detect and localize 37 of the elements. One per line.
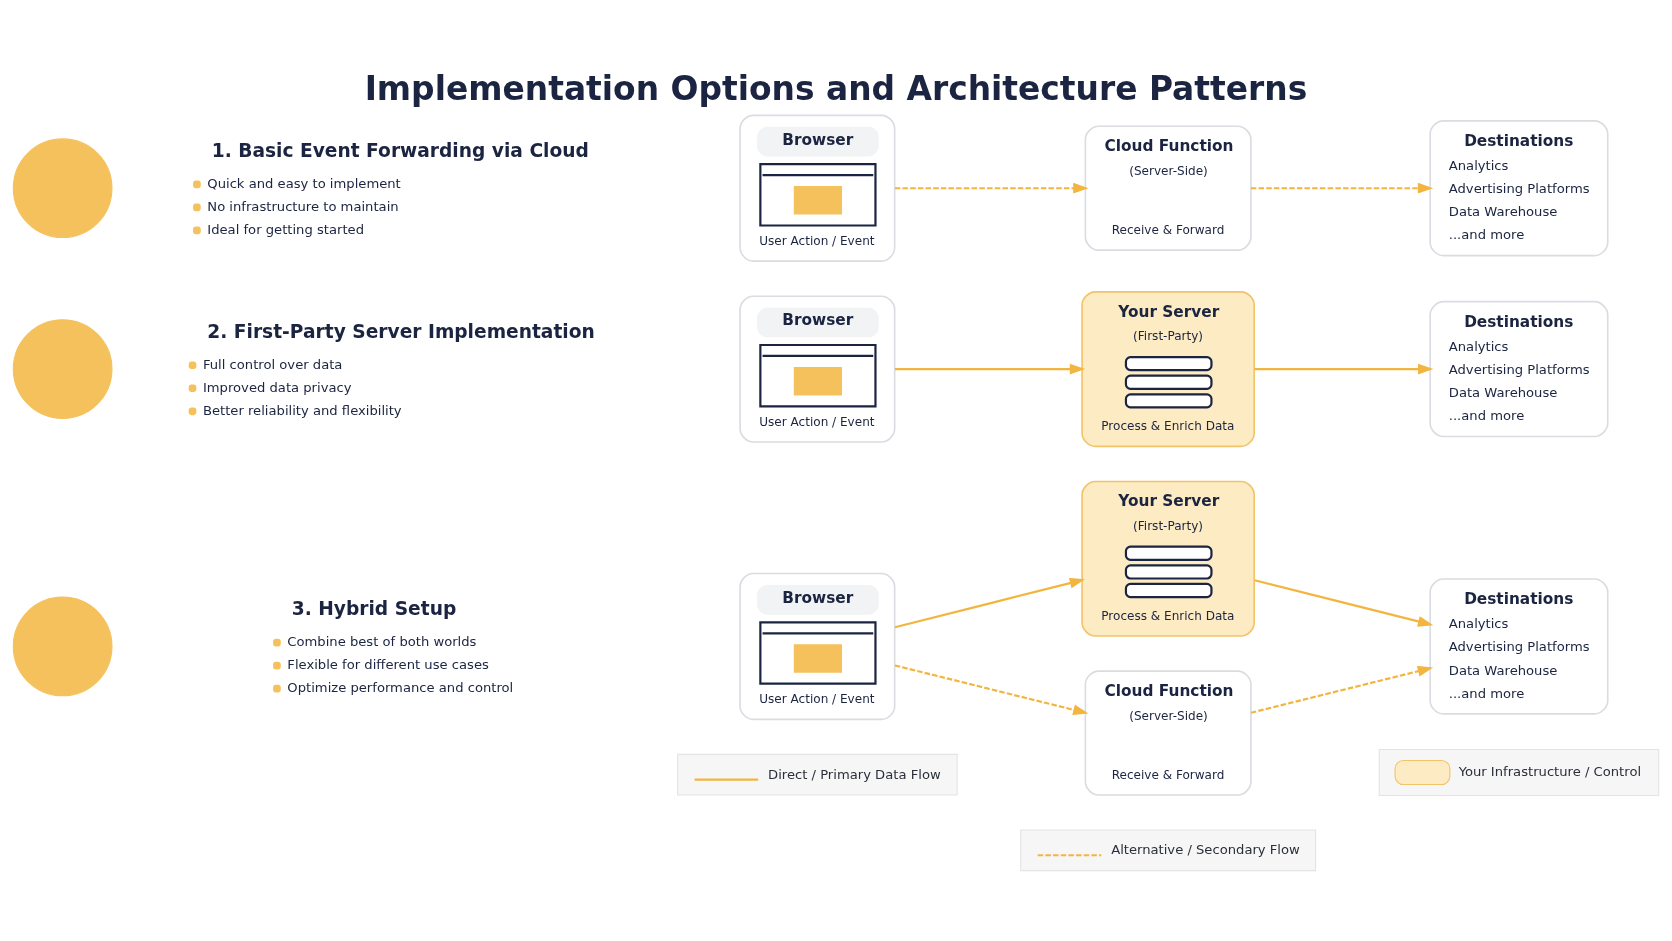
node-circle bbox=[12, 596, 113, 697]
node-box: Browser User Action / Event bbox=[739, 572, 896, 721]
label: Better reliability and flexibility bbox=[202, 402, 402, 418]
node-box: Cloud Function (Server-Side) Receive & Forward bbox=[1084, 125, 1252, 251]
arrow bbox=[894, 363, 1086, 375]
label: Quick and easy to implement bbox=[207, 175, 401, 191]
node-box: Your Server (First-Party) Process & Enrich Data bbox=[1081, 291, 1255, 448]
label: Flexible for different use cases bbox=[287, 657, 489, 673]
arrow bbox=[1251, 182, 1434, 194]
label: Full control over data bbox=[202, 356, 343, 372]
node-box: Destinations Analytics Advertising Platforms Data Warehouse ...and more bbox=[1429, 578, 1609, 715]
node-box: Destinations Analytics Advertising Platforms Data Warehouse ...and more bbox=[1429, 120, 1609, 257]
node-box: Browser User Action / Event bbox=[739, 295, 896, 443]
node-box: Destinations Analytics Advertising Platforms Data Warehouse ...and more bbox=[1429, 300, 1609, 438]
label: Improved data privacy bbox=[202, 379, 352, 395]
node-box: Cloud Function (Server-Side) Receive & Forward bbox=[1084, 670, 1252, 796]
label: Optimize performance and control bbox=[287, 680, 514, 696]
node-circle bbox=[12, 319, 113, 419]
node-box: Your Server (First-Party) Process & Enrich Data bbox=[1081, 480, 1255, 637]
node-circle bbox=[12, 138, 113, 239]
label: No infrastructure to maintain bbox=[207, 198, 399, 214]
arrow bbox=[894, 182, 1089, 194]
label: 2. First-Party Server Implementation bbox=[207, 320, 595, 342]
arrow bbox=[894, 577, 1086, 629]
label: 3. Hybrid Setup bbox=[291, 598, 457, 620]
legend-label: Alternative / Secondary Flow bbox=[1111, 842, 1300, 858]
arrow bbox=[894, 664, 1089, 716]
legend-label: Your Infrastructure / Control bbox=[1458, 763, 1642, 779]
arrow bbox=[1254, 579, 1434, 627]
label: Ideal for getting started bbox=[207, 221, 365, 237]
label: Combine best of both worlds bbox=[287, 634, 477, 649]
arrow bbox=[1254, 363, 1434, 375]
diagram-title: Implementation Options and Architecture Patterns bbox=[364, 68, 1308, 108]
node-box: Browser User Action / Event bbox=[739, 114, 896, 262]
label: 1. Basic Event Forwarding via Cloud bbox=[211, 140, 589, 162]
arrow bbox=[1250, 665, 1434, 714]
legend-label: Direct / Primary Data Flow bbox=[768, 766, 941, 782]
